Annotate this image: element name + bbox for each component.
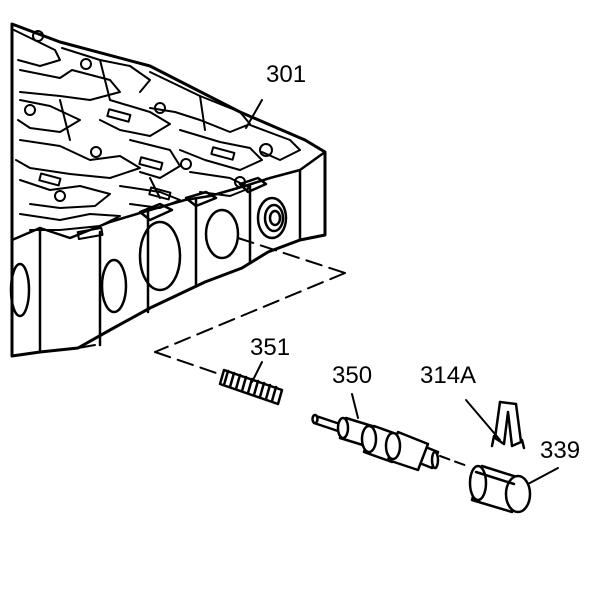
bore-plug [468, 464, 532, 514]
callout-339: 339 [540, 437, 580, 464]
valve-body-side-bores [9, 168, 302, 354]
leader-lines [245, 99, 559, 485]
callout-314a: 314A [420, 362, 476, 389]
valve-body-bolt-holes [24, 30, 273, 202]
valve-body-channels [13, 29, 301, 241]
retainer-clip [490, 400, 526, 450]
spring [218, 368, 284, 406]
callout-350: 350 [332, 362, 372, 389]
callout-351: 351 [250, 334, 290, 361]
valve-body [9, 22, 327, 358]
assembly-center-lines [154, 237, 471, 468]
valve [311, 413, 440, 472]
callout-301: 301 [266, 61, 306, 88]
